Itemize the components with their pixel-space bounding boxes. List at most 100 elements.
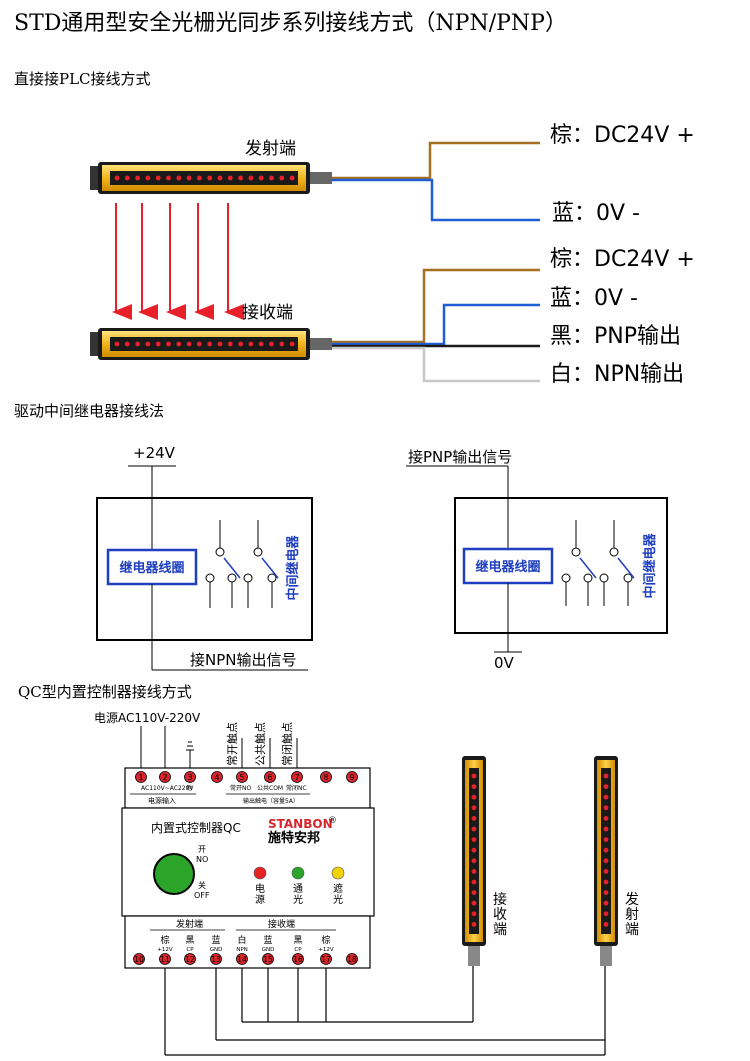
led-dot bbox=[471, 794, 477, 800]
indicator-led bbox=[253, 866, 267, 880]
terminal-screw bbox=[159, 953, 171, 965]
indicator-led bbox=[331, 866, 345, 880]
led-dot bbox=[155, 175, 161, 181]
ground-0v-label: 0V bbox=[494, 654, 515, 672]
emitter-wires bbox=[332, 141, 540, 222]
led-dot bbox=[471, 879, 477, 885]
indicator-led-label: 源 bbox=[255, 893, 265, 906]
led-dot bbox=[603, 879, 609, 885]
terminal-number: 6 bbox=[267, 773, 272, 782]
led-dot bbox=[258, 175, 264, 181]
indicator-led-label: 电 bbox=[255, 882, 265, 895]
terminal-screw bbox=[346, 771, 358, 783]
terminal-wire-color: 棕 bbox=[321, 934, 330, 946]
terminal-number: 3 bbox=[187, 773, 192, 782]
led-dot bbox=[135, 341, 141, 347]
relay-output-label: 输出触电（容量5A） bbox=[243, 797, 299, 805]
terminal-number: 5 bbox=[239, 773, 244, 782]
pnp-relay-coil-label: 继电器线圈 bbox=[475, 559, 540, 575]
terminal-wire-color: 蓝 bbox=[263, 934, 272, 946]
terminal-screw bbox=[262, 953, 274, 965]
led-dot bbox=[114, 175, 120, 181]
led-dot bbox=[603, 911, 609, 917]
terminal-number: 1 bbox=[138, 773, 143, 782]
led-dot bbox=[227, 341, 233, 347]
pnp-relay-name-label: 中间继电器 bbox=[642, 533, 658, 599]
led-dot bbox=[603, 858, 609, 864]
led-dot bbox=[603, 837, 609, 842]
emitter-wire-blue: 蓝：0V - bbox=[552, 201, 640, 226]
led-dot bbox=[471, 805, 477, 811]
led-dot bbox=[155, 341, 161, 347]
receiver-bar-label-char: 收 bbox=[493, 907, 507, 923]
led-dot bbox=[238, 175, 244, 181]
emitter-light-curtain bbox=[90, 162, 332, 194]
led-dot bbox=[471, 858, 477, 864]
term-sub-ground: 地 bbox=[186, 784, 192, 792]
terminal-screw bbox=[291, 771, 303, 783]
npn-relay-diagram: +24V 继电器线圈 接NPN输出信号 中间继电器 bbox=[96, 444, 313, 671]
terminal-number: 10 bbox=[134, 955, 144, 964]
emitter-led-row bbox=[114, 175, 295, 181]
led-dot bbox=[603, 816, 609, 821]
terminal-number: 14 bbox=[237, 955, 247, 964]
contact-vertical-label: 公共触点 bbox=[253, 722, 267, 766]
term-sub-com: 公共COM bbox=[257, 784, 283, 792]
led-dot bbox=[207, 341, 213, 347]
terminal-screw bbox=[236, 953, 248, 965]
page-title: STD通用型安全光栅光同步系列接线方式（NPN/PNP） bbox=[14, 11, 567, 36]
terminal-sub-label: GND bbox=[262, 947, 275, 953]
led-dot bbox=[603, 826, 609, 832]
led-dot bbox=[269, 175, 274, 181]
npn-signal-label: 接NPN输出信号 bbox=[190, 651, 297, 669]
led-dot bbox=[471, 837, 477, 842]
section1-heading: 直接接PLC接线方式 bbox=[14, 70, 151, 88]
led-dot bbox=[471, 900, 477, 906]
terminal-screw bbox=[264, 771, 276, 783]
terminal-number: 11 bbox=[160, 955, 170, 964]
emitter-bar-label-char: 端 bbox=[625, 922, 639, 938]
receiver-wires bbox=[332, 268, 540, 383]
terminal-sub-label: NPN bbox=[236, 947, 248, 953]
receiver-label: 接收端 bbox=[242, 303, 293, 323]
term-sub-nc: 常闭NC bbox=[286, 784, 307, 792]
led-dot bbox=[217, 175, 223, 181]
led-dot bbox=[603, 794, 609, 800]
terminal-screw bbox=[159, 771, 171, 783]
led-dot bbox=[289, 341, 295, 347]
light-beam-arrows bbox=[112, 203, 244, 320]
receiver-vertical-bar bbox=[462, 756, 486, 966]
power-switch-button[interactable] bbox=[153, 853, 195, 895]
terminal-screw bbox=[184, 953, 196, 965]
relay-name-label: 中间继电器 bbox=[285, 535, 301, 601]
terminal-sub-label: +12V bbox=[318, 947, 334, 953]
emitter-wire-brown: 棕：DC24V + bbox=[550, 123, 695, 148]
switch-on-cn: 开 bbox=[198, 845, 206, 854]
terminal-wire-color: 棕 bbox=[160, 934, 169, 946]
terminal-number: 7 bbox=[294, 773, 299, 782]
led-dot bbox=[197, 341, 202, 347]
contact-vertical-label: 常开触点 bbox=[225, 722, 239, 766]
terminal-sub-label: CP bbox=[186, 947, 194, 953]
terminal-screw bbox=[135, 771, 147, 783]
terminal-number: 18 bbox=[347, 955, 357, 964]
terminal-sub-label: +12V bbox=[157, 947, 173, 953]
receiver-bar-label-char: 端 bbox=[493, 922, 507, 938]
terminal-screw bbox=[184, 771, 196, 783]
led-dot bbox=[114, 341, 120, 347]
power-supply-label: 电源AC110V-220V bbox=[94, 711, 201, 725]
led-dot bbox=[186, 341, 192, 347]
led-dot bbox=[258, 341, 264, 347]
emitter-bar-label-char: 射 bbox=[625, 907, 639, 923]
led-dot bbox=[166, 175, 171, 181]
receiver-group-label: 接收端 bbox=[268, 918, 295, 930]
brand-en: STANBON bbox=[268, 817, 333, 831]
led-dot bbox=[166, 341, 171, 347]
switch-on-en: NO bbox=[196, 855, 208, 864]
controller-name: 内置式控制器QC bbox=[151, 821, 241, 835]
receiver-bar-label-char: 接 bbox=[493, 891, 507, 908]
receiver-bar-label: 接收端 bbox=[493, 891, 507, 938]
led-dot bbox=[124, 341, 130, 347]
